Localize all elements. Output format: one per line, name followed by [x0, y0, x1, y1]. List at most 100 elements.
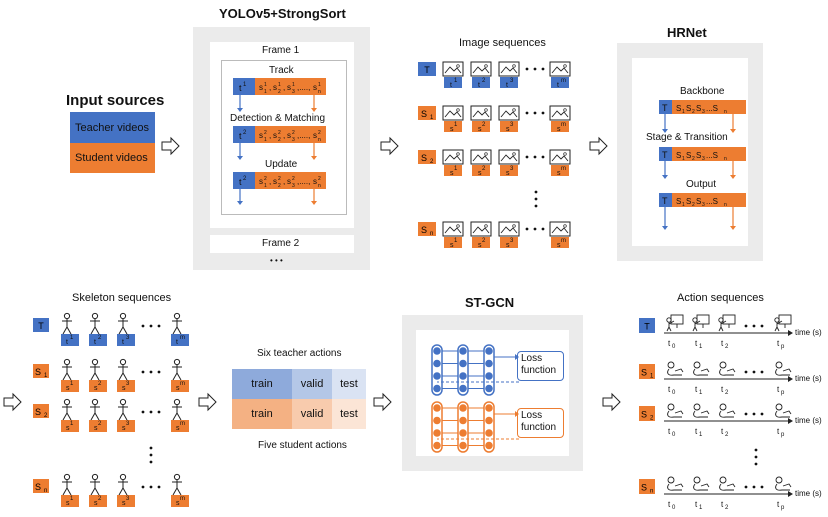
imgseq-teacher-img-1-frame	[470, 61, 492, 77]
skel-student-1-fig-0	[62, 358, 72, 381]
skel-student-2-fig-3-head	[173, 398, 181, 406]
imgseq-teacher-tag-0	[444, 77, 462, 88]
yolo-detect-row-c1: ,	[269, 131, 271, 140]
skel-student-n-fig-1-leg2	[94, 487, 100, 496]
act-student-n-time: time (s)	[795, 489, 822, 498]
yolo-track-row-c2: ,	[283, 83, 285, 92]
yolo-track-row-s1: s	[259, 83, 263, 92]
yolo-update-row-s1sub: 1	[264, 183, 267, 189]
imgseq-student-2-tag-letter-1: s	[478, 170, 482, 177]
yolo-update-row-s1sup: 2	[264, 176, 267, 182]
yolo-track-row-s3sup: 1	[292, 82, 295, 88]
act-teacher-icon-1	[692, 314, 710, 332]
skel-student-n-fig-2-head	[119, 473, 127, 481]
hrnet-output-row-s2sub: 2	[692, 202, 695, 208]
skel-student-2-tag-3	[171, 420, 189, 432]
imgseq-student-2-tag-0	[444, 165, 462, 176]
skel-student-n-tag-letter-1: s	[94, 500, 98, 507]
imgseq-student-1-dots-1	[533, 111, 537, 115]
imgseq-student-n-tag-letter-1: s	[478, 242, 482, 249]
teacher-actions-title: Six teacher actions	[257, 348, 342, 359]
skel-student-n-fig-2-leg2	[122, 487, 128, 496]
act-student-1-axis-head	[788, 376, 793, 382]
skel-teacher-tag-letter-2: t	[122, 339, 124, 346]
imgseq-student-n-img-3-mountain	[551, 226, 569, 234]
yolo-track-row-snsub: n	[318, 89, 321, 95]
act-student-n-icon-0-desk	[674, 483, 684, 488]
act-student-1-label	[639, 364, 655, 379]
skel-teacher-fig-2	[118, 312, 128, 335]
hrnet-backbone-row-s3sub: 3	[702, 109, 705, 115]
yolo-detect-row-s3sub: 3	[292, 137, 295, 143]
act-student-2-icon-1	[693, 403, 710, 418]
imgseq-student-2-label-text: S	[421, 153, 427, 163]
skel-student-1-fig-0-head	[63, 358, 71, 366]
yolo-update-row-t	[233, 172, 255, 189]
imgseq-student-1-img-1-sun	[484, 108, 488, 112]
yolo-update-row-s2sub: 2	[278, 183, 281, 189]
imgseq-student-n-img-1	[470, 221, 492, 237]
hrnet-stage-row-snsub: n	[724, 156, 727, 162]
act-student-1-label-sub: 1	[650, 374, 654, 380]
yolo-update-row-s3sup: 2	[292, 176, 295, 182]
update-label: Update	[265, 159, 298, 170]
imgseq-teacher-tag-letter-0: t	[450, 82, 452, 89]
yolo-detect-row-t-sup: 2	[243, 130, 247, 136]
skel-student-1-dots-2	[157, 370, 161, 374]
act-vdots-1	[754, 455, 758, 459]
imgseq-student-2-img-3-sun	[563, 152, 567, 156]
gcn-student-out-head	[515, 411, 519, 417]
act-student-n-t-1: t	[695, 500, 698, 509]
skel-student-1-fig-2-head	[119, 358, 127, 366]
imgseq-student-2-tag-2	[500, 165, 518, 176]
imgseq-student-n-tag-letter-2: s	[506, 242, 510, 249]
hrnet-stage-row-t	[659, 147, 672, 161]
imgseq-teacher-img-1-sun	[484, 64, 488, 68]
gcn-student-node-0-0	[433, 404, 441, 412]
act-teacher-t-0: t	[668, 339, 671, 348]
skel-student-2-fig-0-head	[63, 398, 71, 406]
yolo-update-row-s2sup: 2	[278, 176, 281, 182]
act-student-2-tsub-1: 1	[699, 432, 703, 438]
yolo-arrow-t1-head	[237, 108, 243, 112]
imgseq-student-1-img-2-sun	[512, 108, 516, 112]
skel-student-n-tag-sup-0: 1	[70, 496, 74, 502]
imgseq-teacher-dots-1	[533, 67, 537, 71]
imgseq-student-2-img-1-sun	[484, 152, 488, 156]
imgseq-student-1-img-3-mountain	[551, 110, 569, 118]
imgseq-student-1-img-1	[470, 105, 492, 121]
imgseq-student-n-tag-sup-2: 3	[510, 238, 514, 244]
student-valid-cell: valid	[292, 399, 332, 429]
imgseq-teacher-img-2-frame	[498, 61, 520, 77]
skel-teacher-fig-1-leg2	[94, 326, 100, 335]
imgseq-student-n-tag-0	[444, 237, 462, 248]
skel-student-n-tag-2	[117, 495, 135, 507]
act-student-n-icon-0	[667, 476, 684, 491]
yolo-update-row-s3sub: 3	[292, 183, 295, 189]
yolo-update-row-c1: ,	[269, 177, 271, 186]
yolo-update-row-s	[255, 172, 326, 189]
imgseq-teacher-tag-letter-2: t	[506, 82, 508, 89]
skel-student-n-tag-sup-3: m	[180, 496, 185, 502]
skel-student-n-tag-sup-1: 2	[98, 496, 102, 502]
skel-student-1-tag-sup-3: m	[180, 381, 185, 387]
skel-teacher-tag-letter-0: t	[66, 339, 68, 346]
act-student-n-icon-0-head	[667, 476, 675, 484]
skel-student-2-fig-3	[172, 398, 182, 421]
yolo-track-row-s3: s	[287, 83, 291, 92]
act-student-n-dots-0	[744, 485, 748, 489]
act-student-1-tsub-0: 0	[672, 390, 676, 396]
backbone-label: Backbone	[680, 86, 725, 97]
imgseq-teacher-img-3-frame	[549, 61, 571, 77]
action-sequences-title: Action sequences	[677, 292, 764, 304]
imgseq-student-n-tag-sup-1: 2	[482, 238, 486, 244]
act-student-n-icon-2	[719, 476, 736, 491]
gcn-student-node-1-0	[459, 404, 467, 412]
skel-teacher-tag-1	[89, 334, 107, 346]
yolo-track-row-s2sub: 2	[278, 89, 281, 95]
imgseq-student-2-tag-sup-0: 1	[454, 166, 458, 172]
arrow-images-to-hrnet	[589, 136, 608, 156]
hr-arrow-s3-head	[730, 226, 736, 230]
skel-student-1-fig-1-head	[91, 358, 99, 366]
skel-student-n-dots-1	[149, 485, 153, 489]
